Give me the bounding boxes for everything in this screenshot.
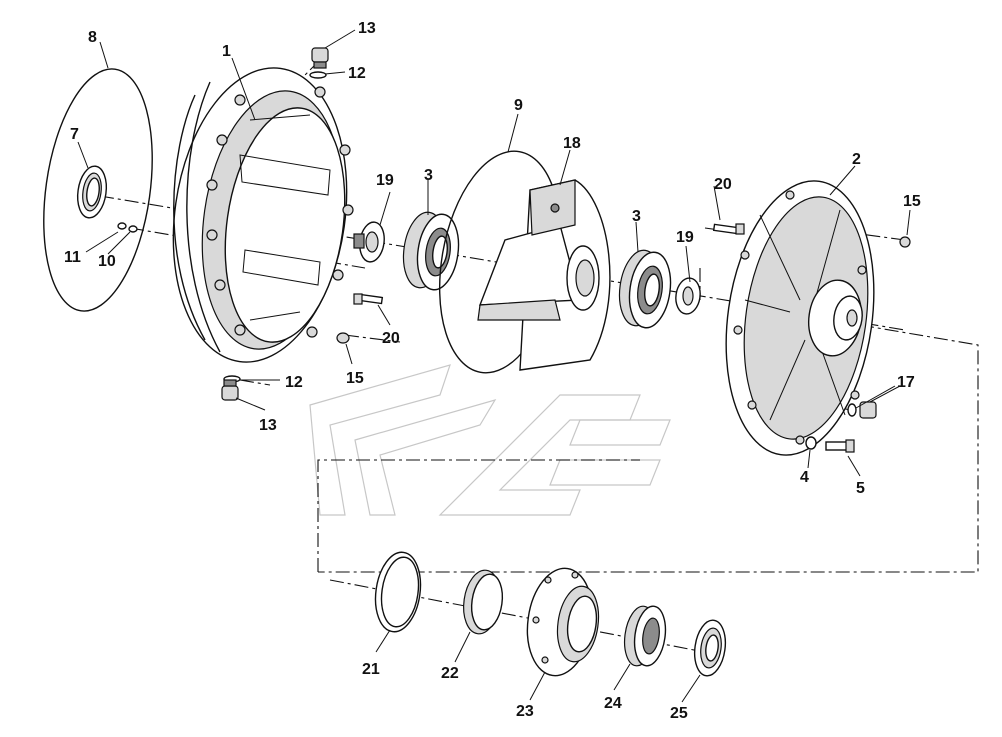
label-part-5: 5: [856, 480, 865, 497]
part-25-seal: [693, 619, 727, 677]
label-part-20-left: 20: [382, 330, 400, 347]
label-part-24: 24: [604, 695, 622, 712]
label-part-13-top: 13: [358, 20, 376, 37]
part-2-cover: [725, 180, 875, 456]
part-15-plug-right: [899, 236, 911, 248]
label-part-19-right: 19: [676, 229, 694, 246]
label-part-23: 23: [516, 703, 534, 720]
label-part-8: 8: [88, 29, 97, 46]
label-part-9: 9: [514, 97, 523, 114]
label-part-3-left: 3: [424, 167, 433, 184]
part-3-bearing-right: [618, 249, 672, 329]
label-part-21: 21: [362, 661, 380, 678]
part-labels: 1 2 3 3 4 5 7 8 9 10 11 12 12 13 13 15 1…: [64, 20, 921, 722]
label-part-3-right: 3: [632, 208, 641, 225]
label-part-20-right: 20: [714, 176, 732, 193]
part-10-11-screws: [117, 222, 138, 233]
part-20-bolt-left: [353, 293, 384, 305]
label-part-2: 2: [852, 151, 861, 168]
part-3-bearing-left: [402, 211, 460, 291]
part-1-housing: [172, 67, 354, 363]
label-part-15-left: 15: [346, 370, 364, 387]
label-part-22: 22: [441, 665, 459, 682]
part-7-seal: [76, 165, 108, 219]
label-part-17: 17: [897, 374, 915, 391]
part-18-rotor: [477, 179, 611, 371]
label-part-15-right: 15: [903, 193, 921, 210]
part-12-washer-top: [309, 71, 327, 79]
part-5-bolt: [825, 439, 855, 453]
part-17-plug-washer: [847, 401, 877, 419]
part-19-flange-right: [675, 277, 701, 315]
part-15-plug-left: [336, 332, 350, 344]
part-24-bearing: [623, 605, 667, 667]
label-part-11: 11: [64, 249, 81, 266]
label-part-25: 25: [670, 705, 688, 722]
watermark-logo: [309, 364, 671, 516]
part-13-plug-top: [311, 47, 329, 69]
label-part-7: 7: [70, 126, 79, 143]
part-19-flange-left: [353, 221, 385, 263]
leader-lines: [77, 29, 911, 703]
part-20-bolt-right: [712, 223, 745, 235]
part-22-bushing: [463, 569, 504, 635]
label-part-4: 4: [800, 469, 809, 486]
part-23-housing: [526, 567, 600, 677]
label-part-12-top: 12: [348, 65, 366, 82]
label-part-1: 1: [222, 43, 231, 60]
label-part-19-left: 19: [376, 172, 394, 189]
label-part-18: 18: [563, 135, 581, 152]
part-13-plug-bottom: [221, 379, 239, 401]
label-part-10: 10: [98, 253, 116, 270]
part-4-washer: [805, 436, 817, 450]
label-part-12-bottom: 12: [285, 374, 303, 391]
part-8-gasket-ring: [43, 68, 153, 312]
part-21-ring: [374, 551, 422, 633]
label-part-13-bottom: 13: [259, 417, 277, 434]
